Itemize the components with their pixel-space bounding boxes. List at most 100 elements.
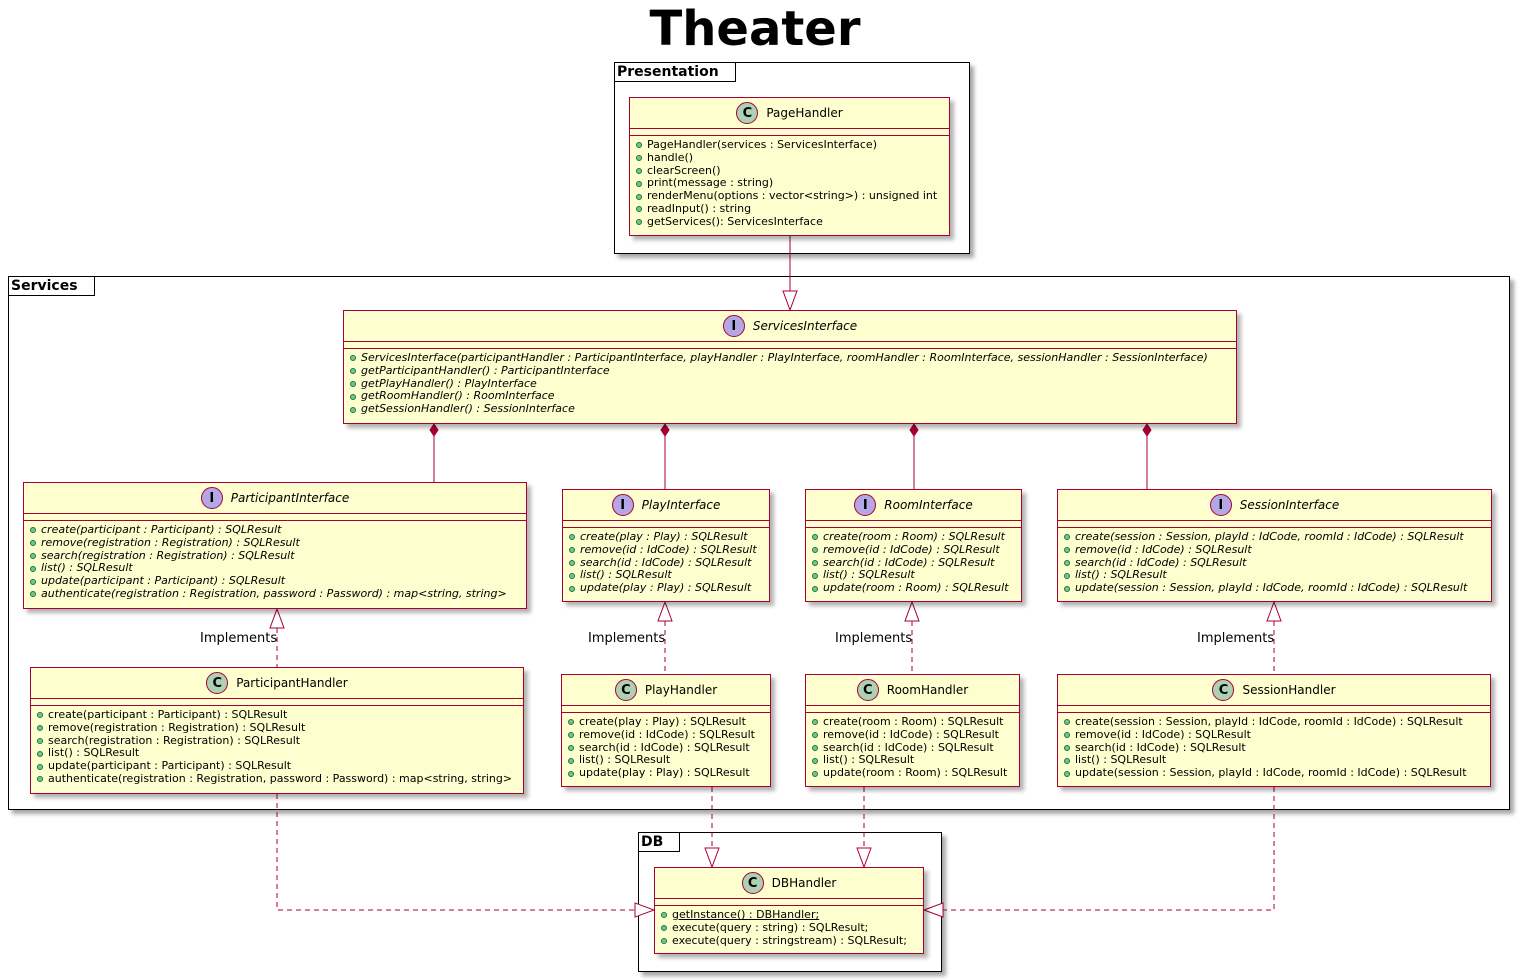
interface-icon: I xyxy=(1209,494,1232,516)
method-row: clearScreen() xyxy=(636,164,943,178)
method-row: getInstance() : DBHandler; xyxy=(661,908,917,922)
interface-services-fields-section xyxy=(344,342,1236,349)
method-text: PageHandler(services : ServicesInterface… xyxy=(647,138,877,151)
interface-participant-name: ParticipantInterface xyxy=(230,491,350,505)
public-visibility-icon xyxy=(350,393,356,400)
method-row: update(session : Session, playId : IdCod… xyxy=(1064,766,1484,780)
class-room-handler-fields-section xyxy=(806,706,1019,713)
method-row: create(play : Play) : SQLResult xyxy=(568,715,764,729)
public-visibility-icon xyxy=(812,534,818,541)
method-row: remove(registration : Registration) : SQ… xyxy=(37,721,517,735)
public-visibility-icon xyxy=(661,925,667,932)
method-text: update(session : Session, playId : IdCod… xyxy=(1075,581,1468,595)
method-text: list() : SQLResult xyxy=(1075,568,1167,582)
method-row: remove(id : IdCode) : SQLResult xyxy=(568,728,764,742)
method-text: authenticate(registration : Registration… xyxy=(41,586,507,600)
method-row: search(id : IdCode) : SQLResult xyxy=(569,555,763,570)
class-session-handler-methods: create(session : Session, playId : IdCod… xyxy=(1058,713,1490,784)
public-visibility-icon xyxy=(569,547,575,554)
method-row: authenticate(registration : Registration… xyxy=(30,586,520,601)
interface-services-name: ServicesInterface xyxy=(752,319,858,333)
method-text: create(play : Play) : SQLResult xyxy=(580,530,748,543)
class-icon: C xyxy=(736,102,759,124)
method-row: create(session : Session, playId : IdCod… xyxy=(1064,715,1484,729)
method-row: renderMenu(options : vector<string>) : u… xyxy=(636,189,943,203)
method-text: create(session : Session, playId : IdCod… xyxy=(1075,530,1464,543)
method-text: remove(id : IdCode) : SQLResult xyxy=(1075,542,1252,556)
method-row: remove(id : IdCode) : SQLResult xyxy=(1064,542,1485,557)
public-visibility-icon xyxy=(812,744,818,751)
public-visibility-icon xyxy=(1064,585,1070,592)
method-text: readInput() : string xyxy=(647,201,752,215)
public-visibility-icon xyxy=(1064,757,1070,764)
method-text: handle() xyxy=(647,150,694,164)
method-text: list() : SQLResult xyxy=(1075,753,1167,767)
implements-label-play: Implements xyxy=(588,631,666,646)
method-text: update(participant : Participant) : SQLR… xyxy=(48,759,292,773)
class-room-handler-name: RoomHandler xyxy=(886,683,969,697)
method-text: create(room : Room) : SQLResult xyxy=(823,530,1005,543)
public-visibility-icon xyxy=(812,585,818,592)
public-visibility-icon xyxy=(1064,559,1070,566)
diagram-title: Theater xyxy=(649,1,861,57)
method-row: ServicesInterface(participantHandler : P… xyxy=(350,351,1230,365)
public-visibility-icon xyxy=(568,744,574,751)
interface-icon: I xyxy=(722,315,745,337)
class-play-handler[interactable]: C PlayHandler create(play : Play) : SQLRes… xyxy=(561,674,771,787)
public-visibility-icon xyxy=(636,167,642,174)
method-row: list() : SQLResult xyxy=(812,569,1015,582)
public-visibility-icon xyxy=(661,912,667,919)
method-text: remove(registration : Registration) : SQ… xyxy=(41,535,300,549)
method-text: create(participant : Participant) : SQLR… xyxy=(41,523,282,536)
method-text: print(message : string) xyxy=(647,176,774,190)
public-visibility-icon xyxy=(812,732,818,739)
method-row: search(id : IdCode) : SQLResult xyxy=(812,556,1015,570)
class-icon: C xyxy=(614,679,637,701)
public-visibility-icon xyxy=(30,591,36,598)
method-row: readInput() : string xyxy=(636,201,943,216)
public-visibility-icon xyxy=(569,534,575,541)
implements-label-session: Implements xyxy=(1197,631,1275,646)
class-room-handler[interactable]: C RoomHandler create(room : Room) : SQLRes… xyxy=(805,674,1020,787)
public-visibility-icon xyxy=(1064,719,1070,726)
public-visibility-icon xyxy=(1064,547,1070,554)
class-play-handler-name: PlayHandler xyxy=(644,683,718,697)
method-text: list() : SQLResult xyxy=(579,753,671,767)
method-text: update(play : Play) : SQLResult xyxy=(579,766,750,780)
class-page-handler-fields-section xyxy=(630,129,949,136)
method-row: execute(query : string) : SQLResult; xyxy=(661,921,917,935)
method-row: remove(id : IdCode) : SQLResult xyxy=(569,543,763,557)
method-row: handle() xyxy=(636,150,943,165)
method-row: update(participant : Participant) : SQLR… xyxy=(37,759,517,773)
method-row: create(room : Room) : SQLResult xyxy=(812,530,1015,544)
method-text: create(participant : Participant) : SQLR… xyxy=(48,708,288,721)
method-text: getRoomHandler() : RoomInterface xyxy=(361,389,555,403)
class-session-handler-fields-section xyxy=(1058,706,1490,713)
implements-label-room: Implements xyxy=(835,631,913,646)
method-row: list() : SQLResult xyxy=(812,754,1013,767)
method-text: create(room : Room) : SQLResult xyxy=(823,715,1004,728)
public-visibility-icon xyxy=(636,206,642,213)
method-row: getRoomHandler() : RoomInterface xyxy=(350,390,1230,403)
public-visibility-icon xyxy=(30,540,36,547)
interface-play-name: PlayInterface xyxy=(641,498,721,512)
public-visibility-icon xyxy=(661,937,667,944)
method-text: create(play : Play) : SQLResult xyxy=(579,715,746,728)
class-icon: C xyxy=(856,679,879,701)
public-visibility-icon xyxy=(37,737,43,744)
method-row: update(room : Room) : SQLResult xyxy=(812,581,1015,595)
method-text: search(id : IdCode) : SQLResult xyxy=(580,555,752,569)
